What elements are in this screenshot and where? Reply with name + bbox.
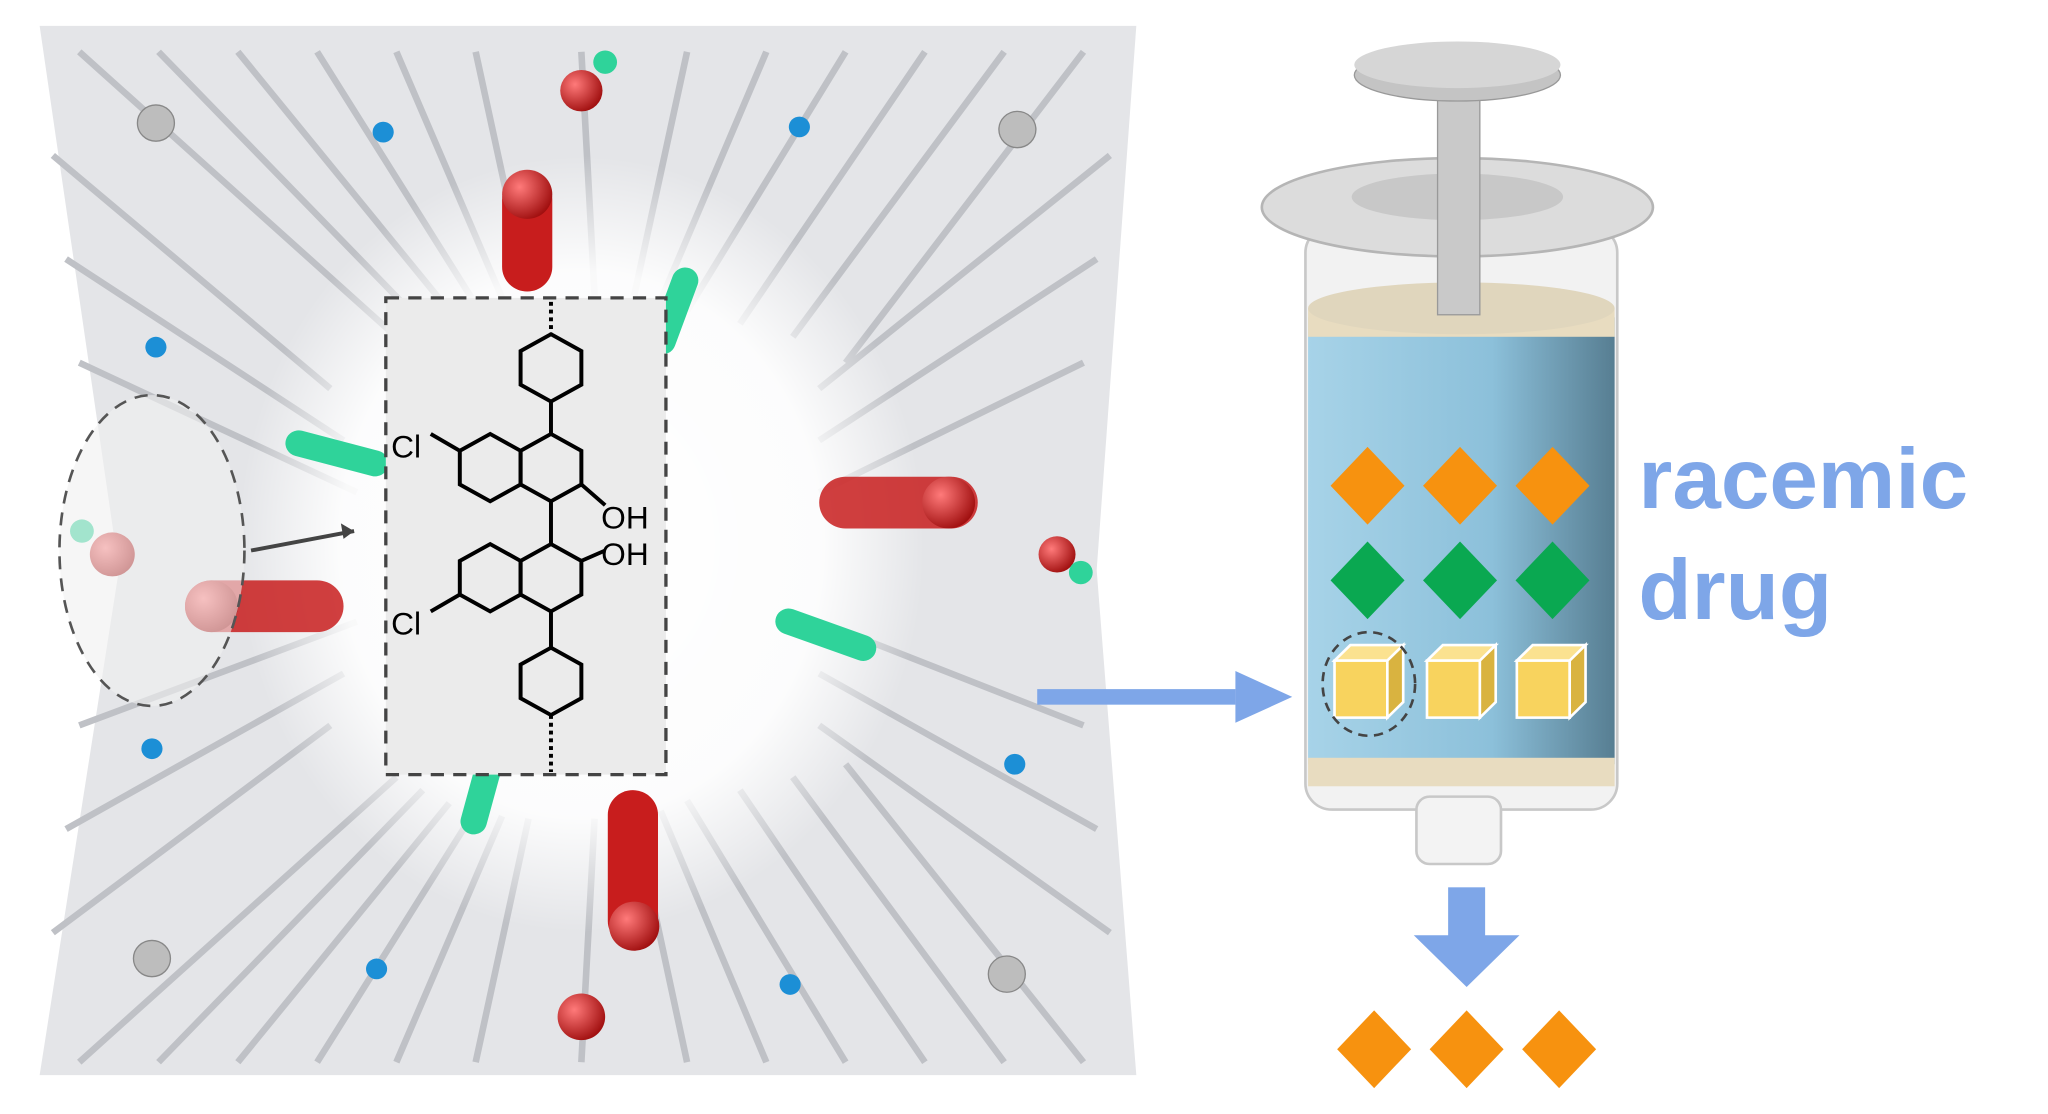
plunger-rod xyxy=(1436,87,1481,316)
chiral-selector-cubes xyxy=(1331,641,1589,721)
pore-highlight-ellipse xyxy=(58,393,246,708)
oh-label-bottom: OH xyxy=(601,537,649,572)
racemic-label: racemic xyxy=(1638,432,1968,527)
right-arrow xyxy=(1037,670,1293,723)
drug-label: drug xyxy=(1638,543,1832,638)
molecule-inset: Cl OH OH Cl xyxy=(384,296,668,777)
down-arrow xyxy=(1413,887,1520,988)
orange-enantiomers xyxy=(1330,446,1590,525)
nitrogen-atoms xyxy=(141,116,1026,995)
green-enantiomers xyxy=(1330,541,1590,620)
oh-label-top: OH xyxy=(601,501,649,536)
metal-nodes xyxy=(132,104,1037,993)
chromatography-column xyxy=(1260,41,1655,866)
cl-label-top: Cl xyxy=(391,430,421,465)
zoom-arrow xyxy=(250,529,355,553)
selector-highlight-circle xyxy=(1321,630,1417,738)
eluted-enantiomers xyxy=(1337,1010,1597,1089)
cl-label-bottom: Cl xyxy=(391,607,421,642)
